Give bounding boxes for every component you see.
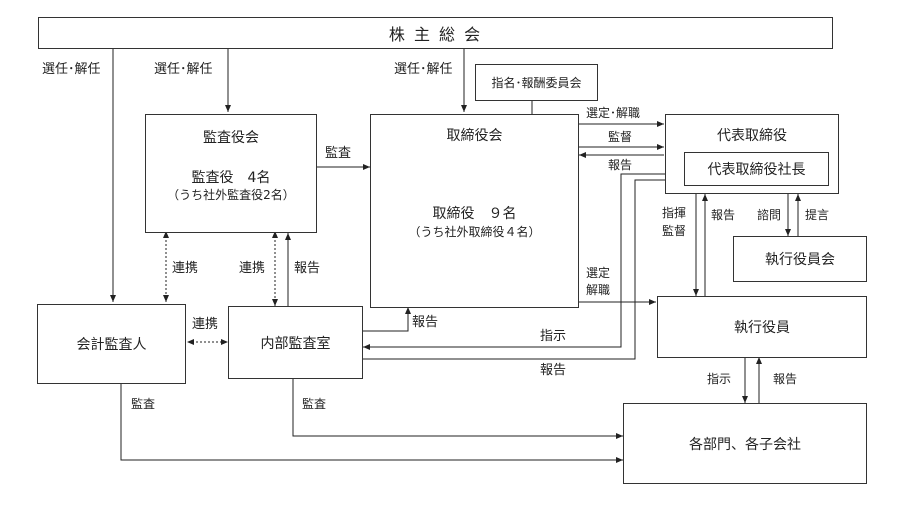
edge-label-report-dept: 報告 [773,372,798,386]
edge-label-consult: 諮問 [757,208,782,222]
edge-label-coop-2: 連携 [239,261,266,276]
edge-label-elect-dismiss-3: 選任･解任 [394,62,453,77]
shareholders-meeting-box: 株 主 総 会 [38,17,833,49]
edge-label-audit-board: 監査 [325,146,352,161]
audit-board-title: 監査役会 [203,130,259,146]
board-of-directors-box: 取締役会 取締役 ９名 （うち社外取締役４名） [370,114,579,308]
nomination-committee-box: 指名･報酬委員会 [475,64,598,101]
nomination-committee-label: 指名･報酬委員会 [491,76,582,90]
edge-report-to-president [362,177,684,360]
shareholders-meeting-label: 株 主 総 会 [388,25,483,44]
edge-label-report-to-ia: 報告 [540,363,567,378]
edge-label-coop-1: 連携 [172,261,199,276]
edge-instruct-ia [363,173,684,350]
edge-report-ia-board [362,307,411,332]
accounting-auditor-box: 会計監査人 [37,304,186,384]
president-label: 代表取締役社長 [707,162,806,178]
edge-label-supervise-exec: 監督 [662,224,687,238]
edge-label-command: 指揮 [662,206,687,220]
edge-label-instruct-dept: 指示 [707,372,732,386]
edge-label-coop-3: 連携 [192,317,219,332]
president-box: 代表取締役社長 [684,152,829,186]
edge-label-report-ia-ab: 報告 [294,261,321,276]
edge-label-elect-dismiss-2: 選任･解任 [154,62,213,77]
edge-label-audit-acct: 監査 [131,397,156,411]
executive-officers-box: 執行役員 [657,296,867,358]
executive-officers-label: 執行役員 [734,320,790,336]
audit-board-box: 監査役会 監査役 4名 （うち社外監査役2名） [145,114,317,233]
edge-label-report-ia-board: 報告 [412,315,439,330]
departments-label: 各部門、各子会社 [689,436,801,453]
board-members: 取締役 ９名 [432,206,517,222]
representative-director-title: 代表取締役 [717,128,787,144]
edge-label-supervise-rep: 監督 [608,130,633,144]
edge-label-instruct-ia: 指示 [540,329,567,344]
accounting-auditor-label: 会計監査人 [76,337,147,353]
exec-committee-box: 執行役員会 [733,236,867,282]
edge-audit-ia [292,378,623,439]
internal-audit-label: 内部監査室 [260,335,331,352]
edge-label-report-exec: 報告 [711,208,736,222]
exec-committee-label: 執行役員会 [765,252,835,268]
edge-label-report-rep: 報告 [608,158,633,172]
edge-label-audit-ia: 監査 [302,397,327,411]
edge-label-propose: 提言 [805,208,830,222]
edge-audit-acct [120,383,623,463]
board-note: （うち社外取締役４名） [408,225,541,239]
edge-label-select-exec: 選定 [586,266,611,280]
board-title: 取締役会 [446,128,503,144]
edge-label-elect-dismiss-1: 選任･解任 [42,62,101,77]
edge-label-select-rep: 選定･解職 [586,106,641,120]
edge-label-dismiss-exec: 解職 [586,283,611,297]
audit-board-note: （うち社外監査役2名） [167,188,295,202]
audit-board-members: 監査役 4名 [191,170,271,186]
departments-box: 各部門、各子会社 [623,403,867,484]
internal-audit-box: 内部監査室 [228,306,363,379]
